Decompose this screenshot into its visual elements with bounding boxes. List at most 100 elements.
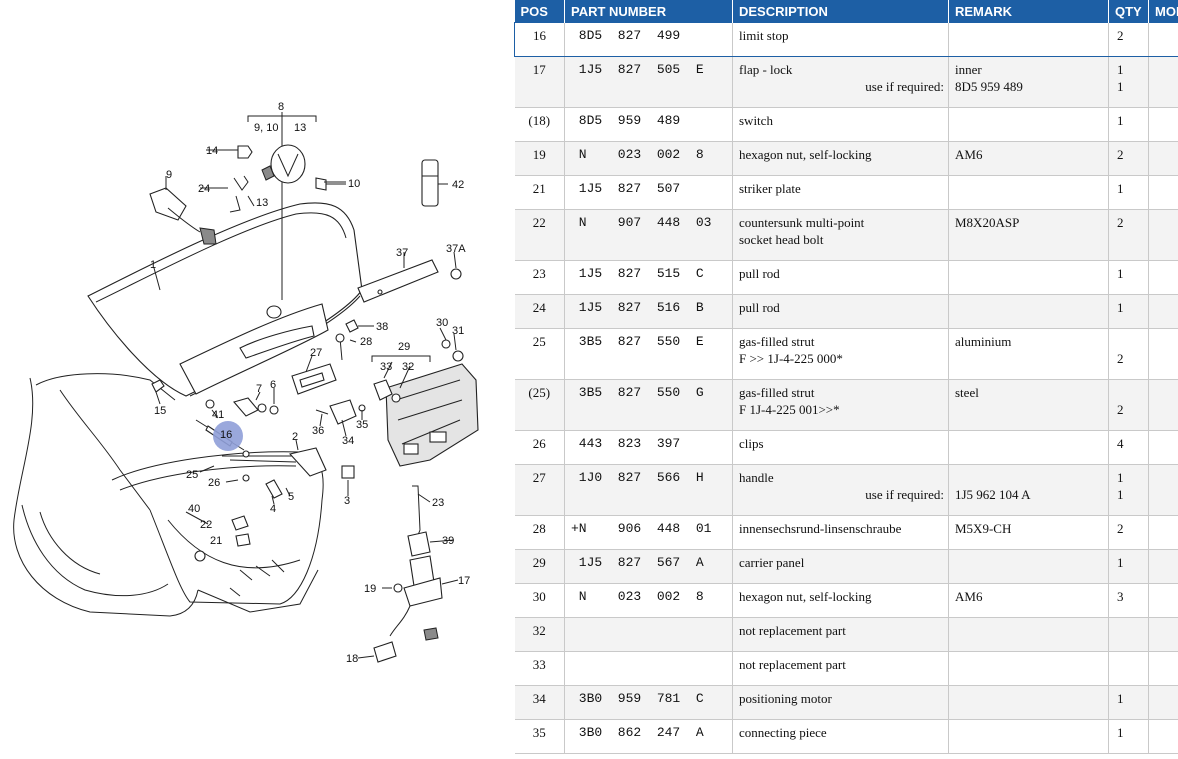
part-number-value: 3B0 862 247 A (571, 725, 704, 740)
callout-13[interactable]: 13 (256, 197, 268, 209)
callout-34[interactable]: 34 (342, 435, 354, 447)
callout-42[interactable]: 42 (452, 179, 464, 191)
callout-13-top[interactable]: 13 (294, 122, 306, 134)
callout-9-10[interactable]: 9, 10 (254, 122, 278, 134)
callout-23[interactable]: 23 (432, 497, 444, 509)
table-header-row: POS PART NUMBER DESCRIPTION REMARK QTY M… (514, 0, 1178, 23)
column-header-qty[interactable]: QTY (1108, 0, 1149, 23)
callout-33[interactable]: 33 (380, 361, 392, 373)
callout-37a[interactable]: 37A (446, 243, 466, 255)
callout-14[interactable]: 14 (206, 145, 218, 157)
callout-3[interactable]: 3 (344, 495, 350, 507)
callout-17[interactable]: 17 (458, 575, 470, 587)
column-header-remark[interactable]: REMARK (948, 0, 1109, 23)
pos-value: 24 (532, 300, 546, 315)
callout-1[interactable]: 1 (150, 259, 156, 271)
callout-10[interactable]: 10 (348, 178, 360, 190)
highlight-marker-16[interactable] (213, 421, 243, 451)
column-header-part-number[interactable]: PART NUMBER (564, 0, 733, 23)
callout-24[interactable]: 24 (198, 183, 210, 195)
description-line: socket head bolt (739, 232, 824, 247)
qty-line: 1 (1117, 691, 1124, 706)
cell-remark (948, 175, 1109, 210)
part-number-value (571, 622, 732, 639)
callout-18[interactable]: 18 (346, 653, 358, 665)
parts-diagram: 8 9, 10 13 14 9 10 42 24 13 1 37 37A 38 … (0, 0, 514, 759)
callout-37[interactable]: 37 (396, 247, 408, 259)
cell-qty: 1 (1108, 175, 1149, 210)
callout-26[interactable]: 26 (208, 477, 220, 489)
callout-36[interactable]: 36 (312, 425, 324, 437)
callout-8[interactable]: 8 (278, 101, 284, 113)
table-row[interactable]: 32 not replacement part (514, 617, 1178, 652)
column-header-mod[interactable]: MOD (1148, 0, 1178, 23)
remark-line: M5X9-CH (955, 521, 1012, 536)
cell-pos: 17 (514, 56, 565, 108)
cell-pos: 34 (514, 685, 565, 720)
callout-41[interactable]: 41 (212, 409, 224, 421)
pos-value: (25) (528, 385, 551, 400)
callout-16[interactable]: 16 (220, 429, 232, 441)
cell-pos: 23 (514, 260, 565, 295)
callout-39[interactable]: 39 (442, 535, 454, 547)
callout-7[interactable]: 7 (256, 383, 262, 395)
callout-4[interactable]: 4 (270, 503, 276, 515)
callout-29[interactable]: 29 (398, 341, 410, 353)
cell-qty: 2 (1108, 328, 1149, 380)
callout-28[interactable]: 28 (360, 336, 372, 348)
remark-line (955, 656, 1108, 673)
pos-value: 30 (532, 589, 546, 604)
pos-value: 28 (532, 521, 546, 536)
pos-value: 17 (532, 62, 546, 77)
cell-part-number: 3B0 959 781 C (564, 685, 733, 720)
cell-qty: 3 (1108, 583, 1149, 618)
qty-line: 3 (1117, 589, 1124, 604)
pos-value: 23 (532, 266, 546, 281)
column-header-description[interactable]: DESCRIPTION (732, 0, 949, 23)
callout-2[interactable]: 2 (292, 431, 298, 443)
table-row[interactable]: 33 not replacement part (514, 651, 1178, 686)
callout-15[interactable]: 15 (154, 405, 166, 417)
pos-value: 16 (533, 28, 546, 43)
callout-5[interactable]: 5 (288, 491, 294, 503)
callout-6[interactable]: 6 (270, 379, 276, 391)
callout-27[interactable]: 27 (310, 347, 322, 359)
qty-line: 1 (1117, 487, 1124, 502)
callout-30[interactable]: 30 (436, 317, 448, 329)
callout-35[interactable]: 35 (356, 419, 368, 431)
callout-38[interactable]: 38 (376, 321, 388, 333)
callout-32[interactable]: 32 (402, 361, 414, 373)
pos-value: 35 (532, 725, 546, 740)
callout-9[interactable]: 9 (166, 169, 172, 181)
cell-part-number: 1J5 827 516 B (564, 294, 733, 329)
callout-25[interactable]: 25 (186, 469, 198, 481)
callout-31[interactable]: 31 (452, 325, 464, 337)
callout-40[interactable]: 40 (188, 503, 200, 515)
column-header-pos[interactable]: POS (514, 0, 565, 23)
callout-21[interactable]: 21 (210, 535, 222, 547)
cell-part-number: 1J5 827 507 (564, 175, 733, 210)
part-number-value (571, 656, 732, 673)
callout-22[interactable]: 22 (200, 519, 212, 531)
cell-qty: 1 (1108, 260, 1149, 295)
callout-19[interactable]: 19 (364, 583, 376, 595)
cell-pos: 35 (514, 719, 565, 754)
